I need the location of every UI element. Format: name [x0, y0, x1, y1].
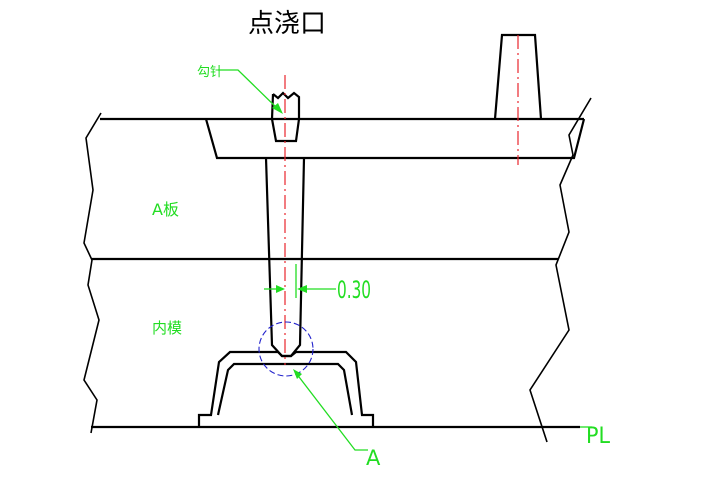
detail-a-circle: [258, 321, 314, 377]
detail-a-leader-arrow: [293, 369, 302, 379]
inner-mold-label: 内模: [152, 319, 182, 337]
part-inner-profile: [216, 362, 354, 416]
detail-a-leader: [295, 372, 368, 451]
detail-a-label: A: [366, 446, 381, 470]
gate-dimension-text: 0.30: [337, 276, 371, 304]
dimension-arrow-right: [297, 285, 307, 293]
parting-line-label: PL: [586, 424, 611, 449]
right-break-line: [529, 97, 592, 443]
stripper-plate-recess: [204, 118, 586, 160]
sprue-pin-head: [270, 91, 301, 143]
dimension-arrow-left: [276, 285, 285, 293]
sprue-pin-leader: [218, 69, 281, 112]
part-profile: [197, 350, 375, 427]
drawing-title: 点浇口: [248, 9, 326, 39]
a-plate-label: A板: [152, 200, 179, 219]
sprue-pin-leader-arrow: [272, 103, 283, 114]
sprue-pin-label: 勾针: [197, 65, 223, 80]
left-break-line: [83, 112, 102, 434]
